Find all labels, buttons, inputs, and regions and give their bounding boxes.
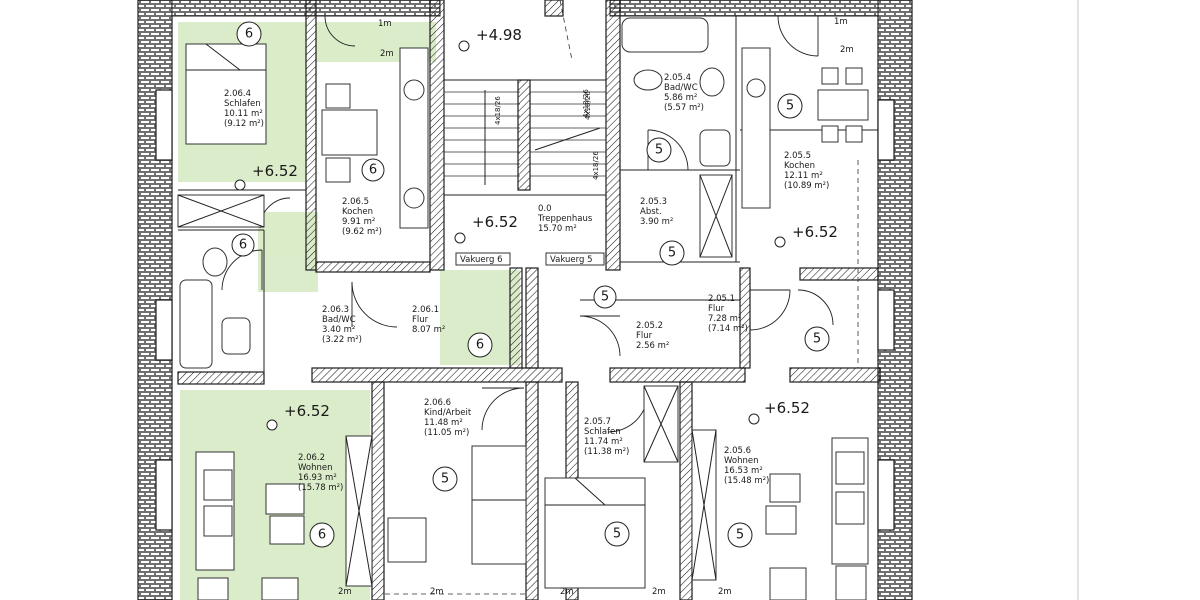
unit-marker: 6 [369,163,377,178]
dashed-lines [385,0,859,595]
level-2056: +6.52 [764,399,810,417]
unit-marker: 6 [239,238,247,253]
level-top: +4.98 [476,26,522,44]
door-swings [221,15,834,433]
one-m-tag-b: 1m [834,17,848,27]
unit-marker: 5 [813,332,821,347]
unit-marker: 5 [441,472,449,487]
unit-marker: 5 [736,528,744,543]
stair-label-right2: 4x18/26 [592,151,600,180]
unit-marker: 5 [668,246,676,261]
stair-label-left2: 4x18/26 [584,91,592,120]
unit-marker: 5 [613,527,621,542]
unit-markers: 6 6 6 6 6 5 5 5 5 5 5 5 5 [231,21,830,548]
vakuum-5-tag: Vakuerg 5 [550,255,593,265]
stairwell: 4x18/26 4x18/26 4x18/26 4x18/26 [443,79,607,196]
one-m-tag-a: 1m [378,19,392,29]
level-2055: +6.52 [792,223,838,241]
unit-marker: 6 [245,27,253,42]
level-markers: +4.98 +6.52 +6.52 +6.52 +6.52 +6.52 [234,26,838,431]
stair-label-right1: 4x18/26 [582,89,590,118]
stair-label-left1: 4x18/26 [494,96,502,125]
two-m-tag-f: 2m [652,587,666,597]
brick-wall-top-right [609,0,879,17]
unit-marker: 5 [601,290,609,305]
unit-marker: 6 [476,338,484,353]
level-stair: +6.52 [472,213,518,231]
windows [155,89,895,531]
unit-marker: 5 [655,143,663,158]
two-m-tag-a: 2m [380,49,394,59]
two-m-tag-b: 2m [840,45,854,55]
two-m-tag-d: 2m [430,587,444,597]
two-m-tag-c: 2m [338,587,352,597]
two-m-tag-g: 2m [718,587,732,597]
level-2064: +6.52 [252,162,298,180]
level-2062: +6.52 [284,402,330,420]
furniture [177,17,869,600]
two-m-tag-e: 2m [560,587,574,597]
unit-marker: 5 [786,99,794,114]
unit-marker: 6 [318,528,326,543]
vakuum-6-tag: Vakuerg 6 [460,255,503,265]
tags: Vakuerg 6 Vakuerg 5 1m 2m 1m 2m 2m 2m 2m… [338,17,854,597]
